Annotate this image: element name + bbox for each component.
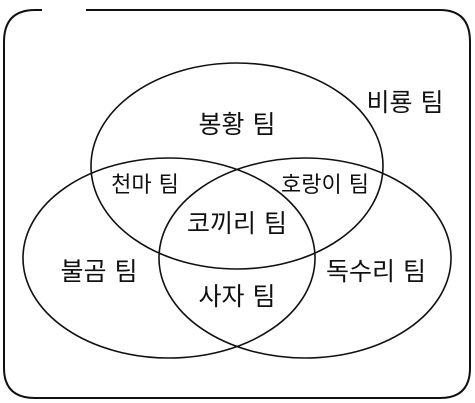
universe-box-outline [3, 9, 471, 399]
top-left-team-label: 천마 팀 [111, 173, 179, 198]
left-circle [22, 157, 316, 359]
top-right-team-label: 호랑이 팀 [281, 173, 369, 198]
outer-team-label: 비룡 팀 [367, 88, 444, 117]
right-only-team-label: 독수리 팀 [326, 257, 426, 286]
left-only-team-label: 불곰 팀 [61, 257, 138, 286]
left-right-team-label: 사자 팀 [199, 282, 276, 311]
center-team-label: 코끼리 팀 [187, 209, 287, 238]
top-only-team-label: 봉황 팀 [199, 110, 276, 139]
top-circle [90, 62, 384, 270]
right-circle [158, 157, 452, 359]
